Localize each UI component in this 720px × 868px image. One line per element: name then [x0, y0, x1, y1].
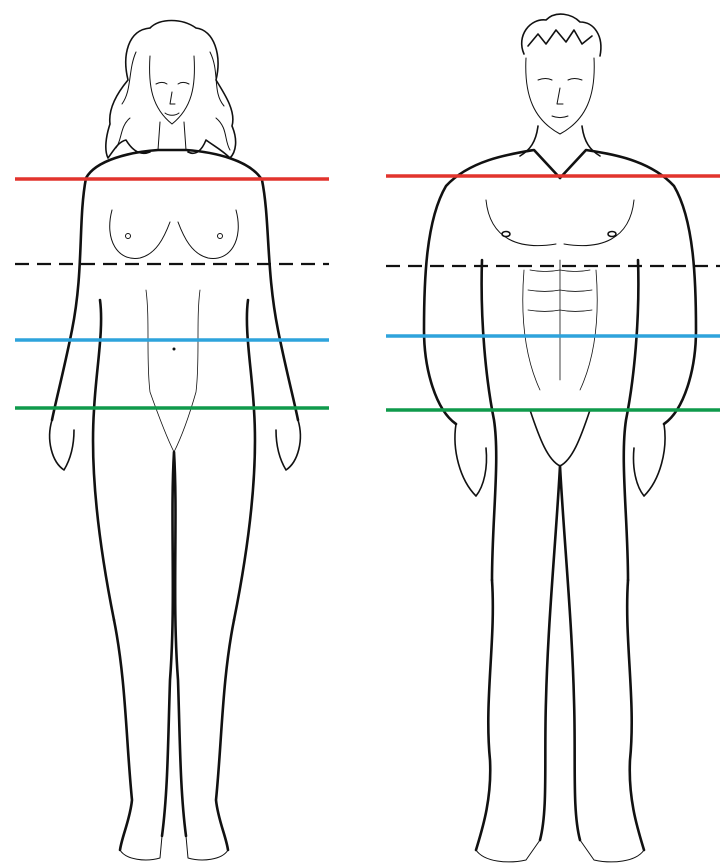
male-abs — [523, 260, 597, 390]
male-left-hand — [455, 424, 487, 496]
female-legs-outline — [114, 452, 234, 850]
female-right-hand — [276, 420, 300, 470]
female-face — [150, 56, 195, 124]
male-face — [526, 58, 594, 134]
female-left-hand — [50, 420, 74, 470]
measurement-lines — [15, 176, 720, 410]
male-right-hand — [633, 424, 665, 496]
male-hair — [522, 14, 601, 56]
female-figure — [50, 21, 301, 860]
female-hair — [106, 21, 236, 159]
male-legs-outline — [476, 466, 644, 850]
male-figure — [424, 14, 696, 862]
